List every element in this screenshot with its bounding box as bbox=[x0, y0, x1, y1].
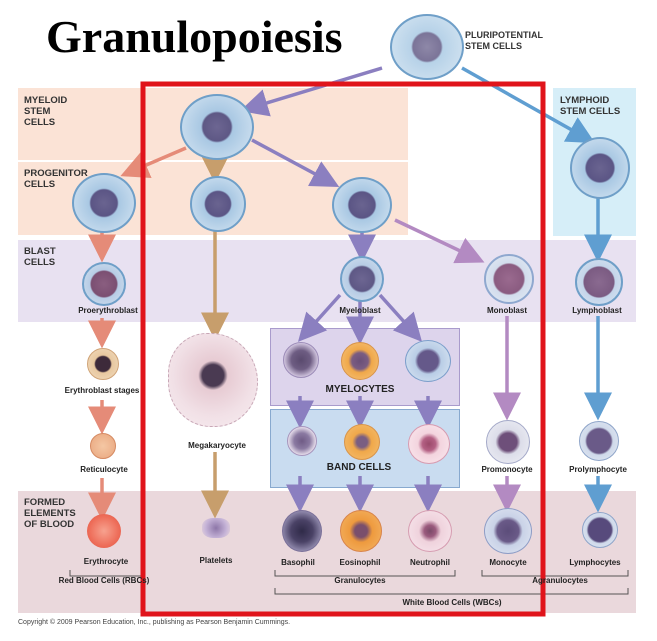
caption-platelets: Platelets bbox=[199, 556, 233, 565]
reticulocyte-cell bbox=[90, 433, 116, 459]
platelets-cell bbox=[202, 518, 230, 538]
formed-band bbox=[18, 491, 636, 613]
group-red-blood-cells: Red Blood Cells (RBCs) bbox=[58, 576, 150, 585]
label-band-cells: BAND CELLS bbox=[326, 462, 392, 473]
lymphoid-stem-cell bbox=[570, 137, 630, 199]
caption-prolymphocyte: Prolymphocyte bbox=[569, 465, 627, 474]
caption-eosinophil: Eosinophil bbox=[339, 558, 381, 567]
lymphocyte-cell bbox=[582, 512, 618, 548]
copyright-text: Copyright © 2009 Pearson Education, Inc.… bbox=[18, 619, 291, 626]
basophil-cell bbox=[282, 510, 322, 552]
group-granulocytes: Granulocytes bbox=[334, 576, 386, 585]
band-neutrophil-cell bbox=[408, 424, 450, 464]
label-myeloid-stem-cells: MYELOID STEM CELLS bbox=[24, 95, 68, 128]
progenitor-cell-megakaryocyte bbox=[190, 176, 246, 232]
myelocyte-eosinophil-cell bbox=[341, 342, 379, 380]
arrow-to-lymphoid bbox=[461, 66, 596, 144]
myelocyte-neutrophil-cell bbox=[405, 340, 451, 382]
label-formed-elements: FORMED ELEMENTS OF BLOOD bbox=[24, 497, 76, 530]
label-progenitor-cells: PROGENITOR CELLS bbox=[24, 168, 88, 190]
erythrocyte-cell bbox=[87, 514, 121, 548]
label-myelocytes: MYELOCYTES bbox=[325, 384, 395, 395]
caption-lymphocytes: Lymphocytes bbox=[569, 558, 621, 567]
promonocyte-cell bbox=[486, 420, 530, 464]
lymphoblast-cell bbox=[575, 258, 623, 306]
label-lymphoid-stem-cells: LYMPHOID STEM CELLS bbox=[560, 95, 621, 117]
prolymphocyte-cell bbox=[579, 421, 619, 461]
megakaryocyte-cell bbox=[168, 333, 258, 427]
band-basophil-cell bbox=[287, 426, 317, 456]
progenitor-cell-granulocyte bbox=[332, 177, 392, 233]
caption-neutrophil: Neutrophil bbox=[410, 558, 450, 567]
caption-monoblast: Monoblast bbox=[487, 306, 527, 315]
pluripotential-stem-cell bbox=[390, 14, 464, 80]
band-eosinophil-cell bbox=[344, 424, 380, 460]
arrow-to-myeloid bbox=[239, 66, 383, 117]
page-title: Granulopoiesis bbox=[46, 11, 343, 62]
caption-erythroblast-stages: Erythroblast stages bbox=[64, 386, 140, 395]
eosinophil-cell bbox=[340, 510, 382, 552]
erythroblast-cell bbox=[87, 348, 119, 380]
myelocyte-basophil-cell bbox=[283, 342, 319, 378]
label-blast-cells: BLAST CELLS bbox=[24, 246, 56, 268]
caption-promonocyte: Promonocyte bbox=[481, 465, 533, 474]
caption-lymphoblast: Lymphoblast bbox=[572, 306, 622, 315]
caption-reticulocyte: Reticulocyte bbox=[80, 465, 128, 474]
group-agranulocytes: Agranulocytes bbox=[532, 576, 588, 585]
caption-erythrocyte: Erythrocyte bbox=[83, 557, 129, 566]
monoblast-cell bbox=[484, 254, 534, 304]
label-pluripotential-stem-cells: PLURIPOTENTIAL STEM CELLS bbox=[465, 30, 543, 51]
monocyte-cell bbox=[484, 508, 532, 554]
neutrophil-cell bbox=[408, 510, 452, 552]
highlight-frame bbox=[140, 81, 546, 617]
myeloid-stem-cell bbox=[180, 94, 254, 160]
caption-proerythroblast: Proerythroblast bbox=[78, 306, 138, 315]
caption-monocyte: Monocyte bbox=[489, 558, 527, 567]
proerythroblast-cell bbox=[82, 262, 126, 306]
progenitor-cell-erythroid bbox=[72, 173, 136, 233]
myeloblast-cell bbox=[340, 256, 384, 302]
caption-myeloblast: Myeloblast bbox=[339, 306, 381, 315]
group-white-blood-cells: White Blood Cells (WBCs) bbox=[402, 598, 502, 607]
caption-basophil: Basophil bbox=[281, 558, 315, 567]
caption-megakaryocyte: Megakaryocyte bbox=[188, 441, 246, 450]
